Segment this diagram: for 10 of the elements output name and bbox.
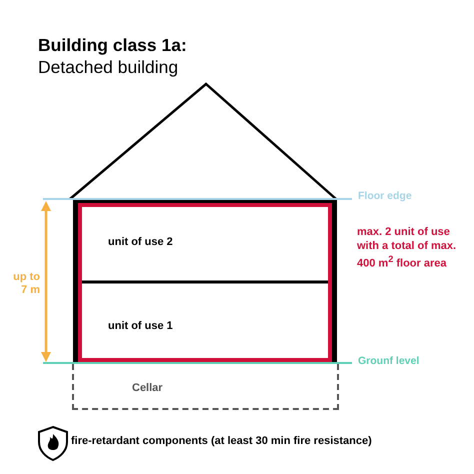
ground-level-label: Grounf level — [358, 355, 420, 367]
floor-edge-label: Floor edge — [358, 190, 412, 202]
title: Building class 1a: Detached building — [38, 34, 188, 78]
room-label: unit of use 2 — [108, 236, 173, 248]
room-label: unit of use 1 — [108, 320, 173, 332]
area-note: max. 2 unit of use with a total of max. 400 m$^{2}$ floor area — [357, 226, 458, 272]
room-label: Cellar — [132, 382, 163, 394]
height-label: up to 7 m — [12, 271, 40, 297]
legend-text: fire-retardant components (at least 30 min fire resistance) — [71, 435, 372, 447]
cellar-outline — [72, 364, 339, 410]
